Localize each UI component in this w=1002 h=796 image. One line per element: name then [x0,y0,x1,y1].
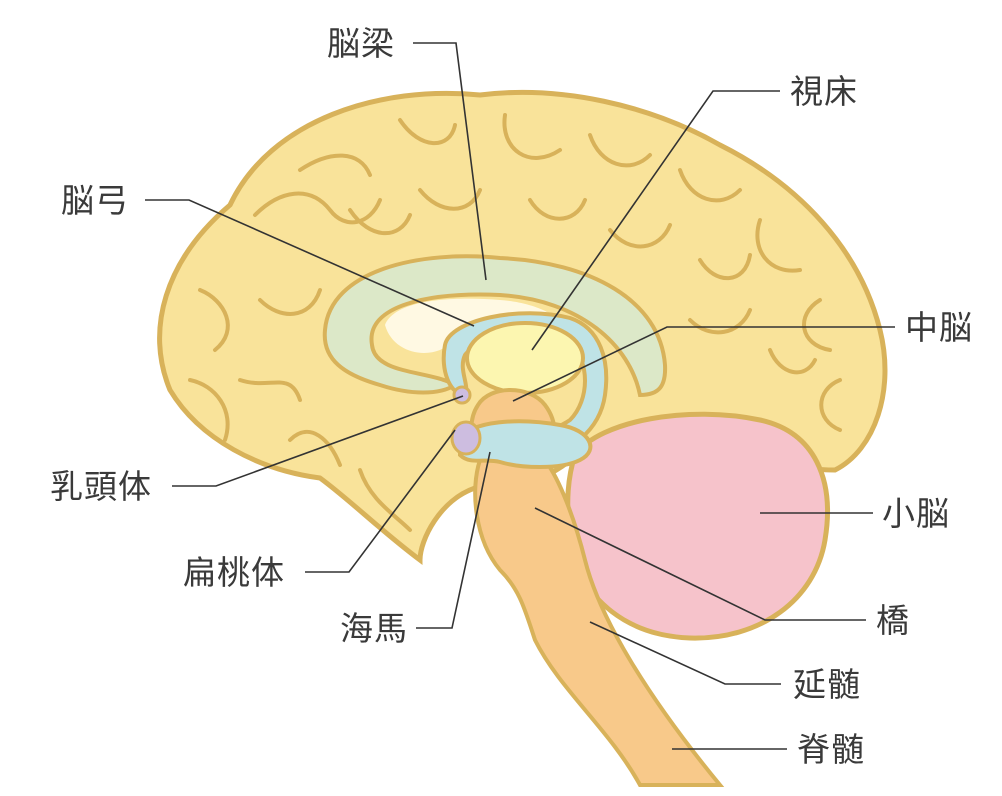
label-hippocampus: 海馬 [340,609,408,648]
leader-corpus-callosum [413,42,487,281]
amygdala [450,420,482,456]
label-midbrain: 中脳 [905,308,973,347]
leader-mammillary-body [172,395,464,487]
label-spinal-cord: 脊髄 [797,730,865,769]
label-medulla: 延髄 [793,665,861,704]
corpus-callosum [322,254,668,398]
mammillary-body [452,385,472,405]
label-amygdala: 扁桃体 [183,553,285,592]
leader-fornix [145,199,475,327]
leader-amygdala [305,429,456,573]
thalamus [465,321,585,395]
leader-hippocampus [416,451,491,629]
label-fornix: 脳弓 [61,181,129,220]
leader-lines [145,42,895,750]
leader-medulla [589,621,781,685]
label-corpus-callosum: 脳梁 [327,24,395,63]
label-mammillary-body: 乳頭体 [50,467,152,506]
label-cerebellum: 小脳 [882,494,950,533]
label-pons: 橋 [876,601,910,640]
cerebellum [565,411,830,641]
leader-midbrain [512,326,895,402]
leader-thalamus [531,90,780,351]
label-thalamus: 視床 [790,72,858,111]
leader-pons [534,507,866,621]
cerebrum-sulci [188,113,842,532]
